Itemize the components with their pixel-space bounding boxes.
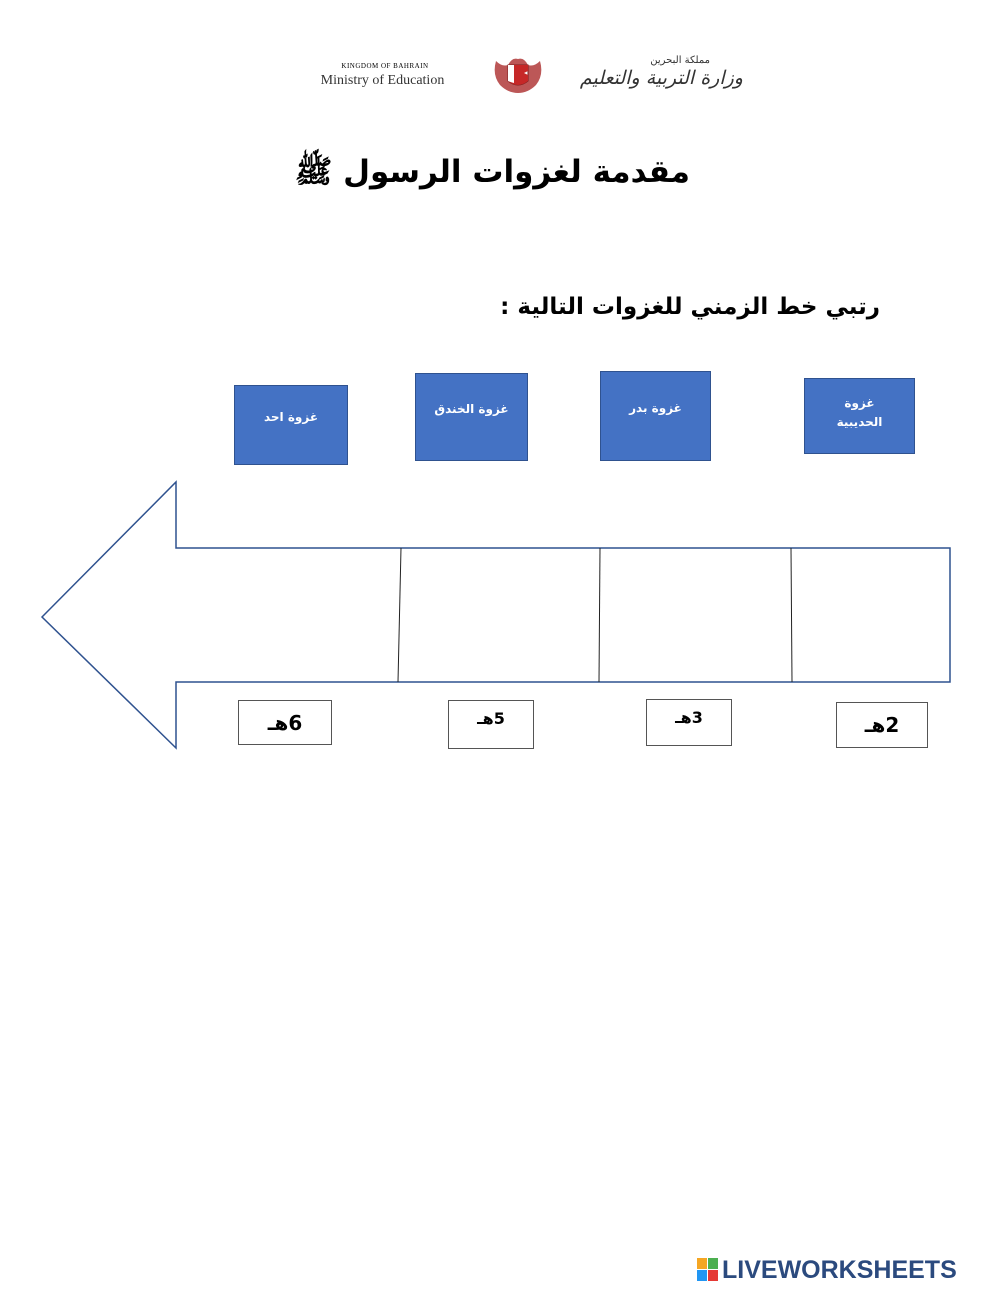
drop-zone-1[interactable] [176,549,398,681]
year-label-2: 2هـ [836,702,928,748]
year-text: 3هـ [675,708,703,727]
liveworksheets-icon [697,1258,718,1281]
logo-kingdom-text: KINGDOM OF BAHRAIN [341,62,429,70]
logo-ministry-text: Ministry of Education [320,73,445,88]
page-title: مقدمة لغزوات الرسول ﷺ [294,154,690,190]
year-label-3: 3هـ [646,699,732,746]
bahrain-emblem-icon [494,58,542,93]
year-label-5: 5هـ [448,700,534,749]
drag-card-hudaybiyyah[interactable]: غزوة الحديبية [804,378,915,454]
year-text: 5هـ [477,709,505,728]
drop-zone-2[interactable] [400,549,598,681]
drag-card-khandaq[interactable]: غزوة الخندق [415,373,528,461]
year-text: 2هـ [864,713,900,737]
timeline-arrow [40,480,951,750]
brand-text: LIVEWORKSHEETS [722,1255,957,1284]
drop-zone-3[interactable] [600,549,790,681]
timeline-divider [397,547,402,683]
timeline-divider [598,547,601,683]
liveworksheets-logo: LIVEWORKSHEETS [697,1255,957,1285]
card-label: غزوة بدر [629,401,682,416]
drag-card-badr[interactable]: غزوة بدر [600,371,711,461]
drop-zone-4[interactable] [793,549,949,681]
year-label-6: 6هـ [238,700,332,745]
card-label: غزوة الخندق [434,402,509,417]
logo-kingdom-arabic: مملكة البحرين [650,55,710,66]
card-label: غزوة احد [263,410,319,425]
logo-ministry-arabic: وزارة التربية والتعليم [579,67,743,89]
card-label: غزوة الحديبية [836,395,883,429]
timeline-divider [790,547,793,683]
instruction-text: رتبي خط الزمني للغزوات التالية : [500,294,880,320]
drag-card-uhud[interactable]: غزوة احد [234,385,348,465]
year-text: 6هـ [267,710,303,735]
